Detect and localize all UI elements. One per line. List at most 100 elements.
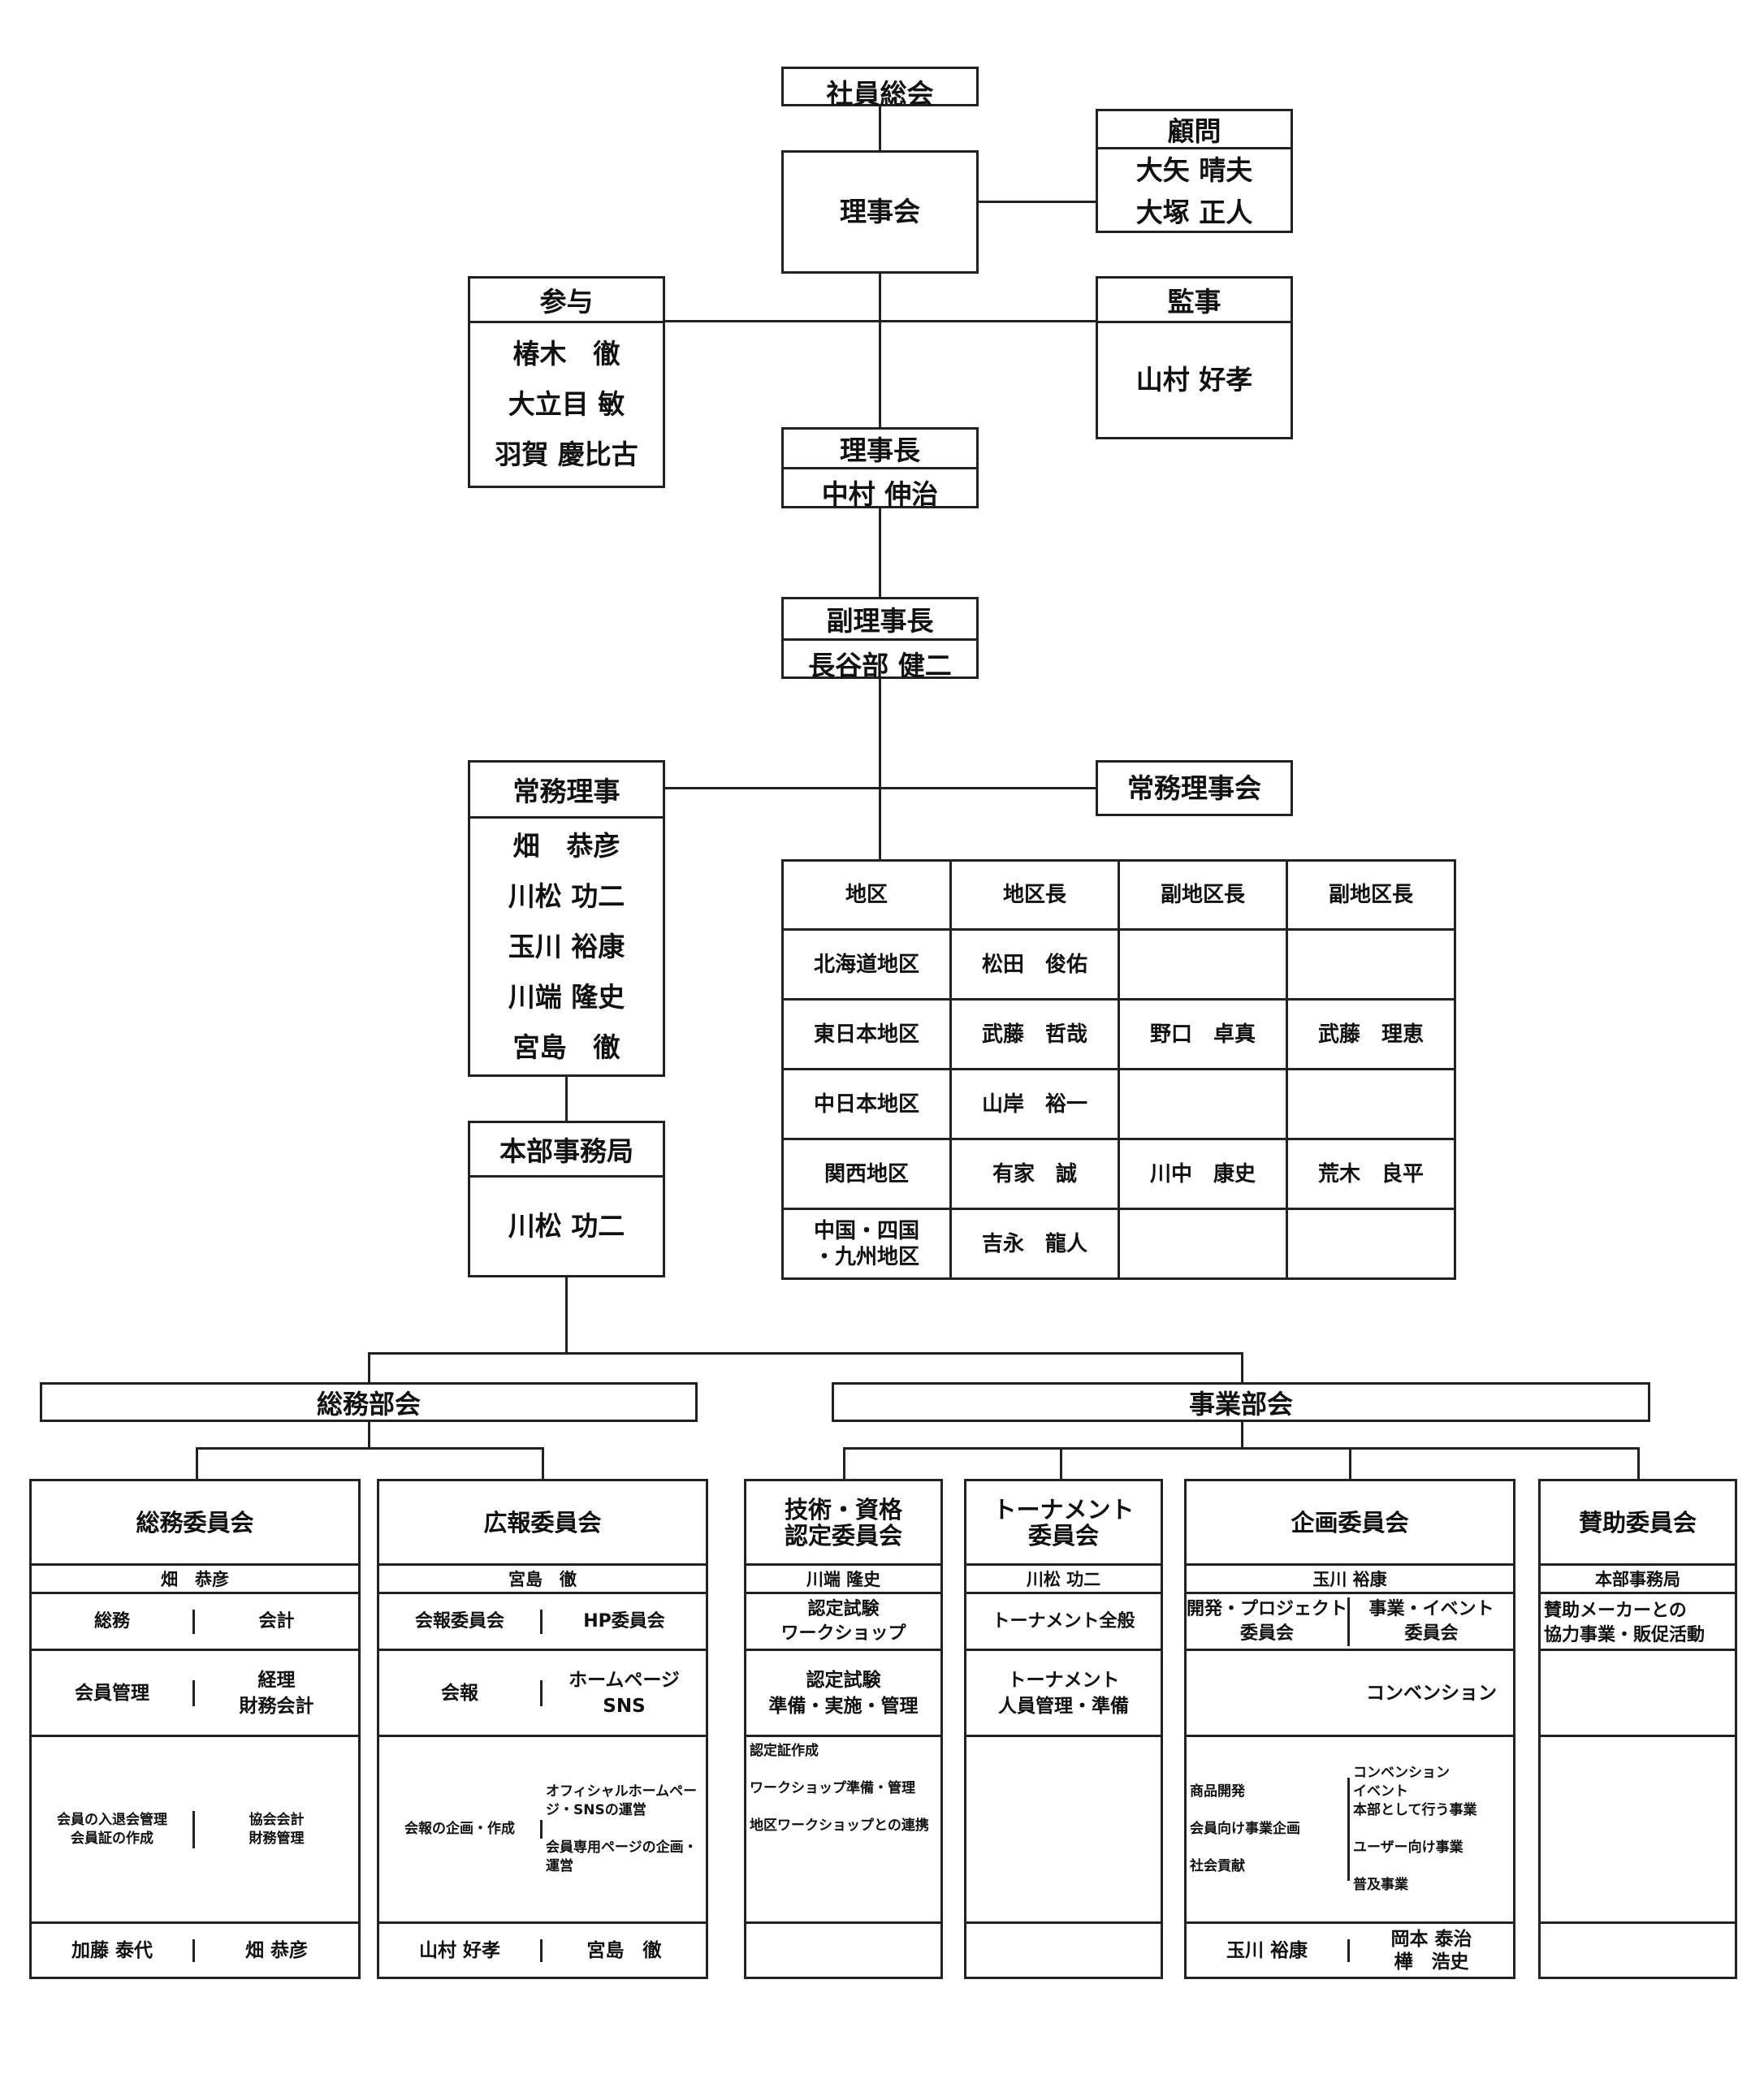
general-meeting-box: 社員総会 (781, 67, 979, 110)
advisor-name: 大塚 正人 (1135, 197, 1253, 228)
committee-cell: 加藤 泰代 (32, 1939, 195, 1962)
connector (196, 1447, 543, 1450)
committee-row-r3: 開発・プロジェクト 委員会事業・イベント 委員会 (1187, 1594, 1513, 1651)
committee-row-r3: 総務会計 (32, 1594, 358, 1651)
connector (542, 1447, 544, 1479)
committee-cell: ホームページ SNS (569, 1669, 680, 1717)
head-office-box: 本部事務局 川松 功二 (468, 1121, 665, 1277)
committee-cell: 総務 (32, 1609, 195, 1634)
committee-cell: 畑 恭彦 (244, 1939, 308, 1961)
executive-directors-box: 常務理事 畑 恭彦 川松 功二 玉川 裕康 川端 隆史 宮島 徹 (468, 760, 665, 1077)
executive-directors-title: 常務理事 (470, 763, 663, 819)
executive-director-name: 宮島 徹 (512, 1031, 620, 1063)
executive-director-name: 川松 功二 (508, 880, 625, 912)
committee-cell: HP委員会 (583, 1610, 665, 1632)
connector (843, 1447, 845, 1479)
committee-cell: コンベンション (1366, 1682, 1497, 1704)
table-cell: 武藤 哲哉 (949, 998, 1120, 1070)
committee-row-r4: コンベンション (1187, 1651, 1513, 1737)
table-cell: 山岸 裕一 (949, 1068, 1120, 1140)
regions-table: 地区地区長副地区長副地区長北海道地区松田 俊佑東日本地区武藤 哲哉野口 卓真武藤… (781, 859, 1456, 1280)
business-department: 事業部会 (832, 1382, 1650, 1422)
table-row: 北海道地区松田 俊佑 (781, 928, 1456, 1001)
table-cell: 関西地区 (781, 1138, 952, 1210)
connector (843, 1447, 1640, 1450)
executive-director-name: 玉川 裕康 (508, 930, 625, 962)
table-row: 関西地区有家 誠川中 康史荒木 良平 (781, 1138, 1456, 1210)
committee-title: トーナメント 委員会 (966, 1481, 1161, 1566)
vice-chairman-box: 副理事長 長谷部 健二 (781, 597, 979, 681)
executive-director-name: 川端 隆史 (508, 980, 625, 1013)
committee-cell: 事業・イベント 委員会 (1368, 1598, 1494, 1644)
table-cell: 野口 卓真 (1118, 998, 1288, 1070)
counselor-name: 羽賀 慶比古 (495, 439, 638, 470)
connector (979, 201, 1096, 203)
committee-cell: 会員管理 (32, 1679, 195, 1706)
committee-row-r4 (1541, 1651, 1735, 1737)
committee-row-r5: 会報の企画・作成オフィシャルホームページ・SNSの運営 会員専用ページの企画・運… (379, 1737, 706, 1924)
general-meeting-label: 社員総会 (826, 78, 934, 110)
executive-board-label: 常務理事会 (1127, 772, 1261, 804)
connector (1241, 1422, 1243, 1448)
committee-title: 総務委員会 (32, 1481, 358, 1566)
committee-cell: 会報の企画・作成 (379, 1820, 543, 1839)
auditor-name: 山村 好孝 (1135, 364, 1253, 395)
connector (196, 1447, 198, 1479)
connector (665, 787, 1096, 789)
column-header: 地区 (781, 859, 952, 931)
committee-row-r4: 会報ホームページ SNS (379, 1651, 706, 1737)
table-cell: 有家 誠 (949, 1138, 1120, 1210)
table-header-row: 地区地区長副地区長副地区長 (781, 859, 1456, 931)
connector (1349, 1447, 1351, 1479)
connector (565, 1077, 568, 1121)
committee-row-r6 (746, 1924, 940, 1977)
committee-box: 賛助委員会本部事務局賛助メーカーとの 協力事業・販促活動 (1538, 1479, 1737, 1979)
committee-row-r4: 認定試験 準備・実施・管理 (746, 1651, 940, 1737)
chairman-box: 理事長 中村 伸治 (781, 427, 979, 510)
table-cell (1286, 928, 1456, 1001)
counselor-title: 参与 (470, 279, 663, 323)
counselor-name: 椿木 徹 (512, 338, 620, 370)
counselor-box: 参与 椿木 徹 大立目 敏 羽賀 慶比古 (468, 276, 665, 488)
head-office-name: 川松 功二 (508, 1210, 625, 1242)
table-cell (1118, 1208, 1288, 1280)
auditor-title: 監事 (1098, 279, 1291, 323)
committee-box: トーナメント 委員会川松 功二トーナメント全般トーナメント 人員管理・準備 (964, 1479, 1163, 1979)
board-label: 理事会 (840, 196, 920, 227)
committee-cell: 宮島 徹 (586, 1939, 662, 1961)
committee-row-r3: 会報委員会 HP委員会 (379, 1594, 706, 1651)
table-cell (1118, 1068, 1288, 1140)
table-cell (1286, 1068, 1456, 1140)
committee-row-r6: 加藤 泰代 畑 恭彦 (32, 1924, 358, 1977)
committee-cell: 会員の入退会管理 会員証の作成 (32, 1810, 195, 1848)
committee-cell: 会報委員会 (379, 1609, 543, 1634)
committee-row-r3: トーナメント全般 (966, 1594, 1161, 1651)
committee-box: 企画委員会玉川 裕康開発・プロジェクト 委員会事業・イベント 委員会コンベンショ… (1184, 1479, 1515, 1979)
table-row: 東日本地区武藤 哲哉野口 卓真武藤 理恵 (781, 998, 1456, 1070)
committee-cell: 商品開発 会員向け事業企画 社会貢献 (1187, 1778, 1350, 1881)
connector (1637, 1447, 1640, 1479)
committee-row-r5: 会員の入退会管理 会員証の作成協会会計 財務管理 (32, 1737, 358, 1924)
advisor-name: 大矢 晴夫 (1135, 154, 1253, 186)
committee-cell: オフィシャルホームページ・SNSの運営 会員専用ページの企画・運営 (546, 1783, 698, 1874)
committee-row-r5 (1541, 1737, 1735, 1924)
executive-board-box: 常務理事会 (1096, 760, 1293, 816)
table-row: 中日本地区山岸 裕一 (781, 1068, 1456, 1140)
committee-title: 広報委員会 (379, 1481, 706, 1566)
committee-box: 技術・資格 認定委員会川端 隆史認定試験 ワークショップ認定試験 準備・実施・管… (744, 1479, 943, 1979)
table-cell: 東日本地区 (781, 998, 952, 1070)
committee-row-r4: 会員管理 経理 財務会計 (32, 1651, 358, 1737)
connector (1060, 1447, 1062, 1479)
vice-chairman-title: 副理事長 (784, 599, 976, 641)
general-affairs-department: 総務部会 (40, 1382, 698, 1422)
committee-chair: 宮島 徹 (379, 1566, 706, 1594)
committee-cell: 経理 財務会計 (239, 1669, 314, 1717)
table-cell: 中国・四国 ・九州地区 (781, 1208, 952, 1280)
committee-cell: 玉川 裕康 (1187, 1939, 1350, 1962)
board-box: 理事会 (781, 150, 979, 274)
committee-chair: 川端 隆史 (746, 1566, 940, 1594)
committee-cell: 開発・プロジェクト 委員会 (1187, 1597, 1350, 1646)
vice-chairman-name: 長谷部 健二 (808, 650, 952, 681)
table-cell: 松田 俊佑 (949, 928, 1120, 1001)
